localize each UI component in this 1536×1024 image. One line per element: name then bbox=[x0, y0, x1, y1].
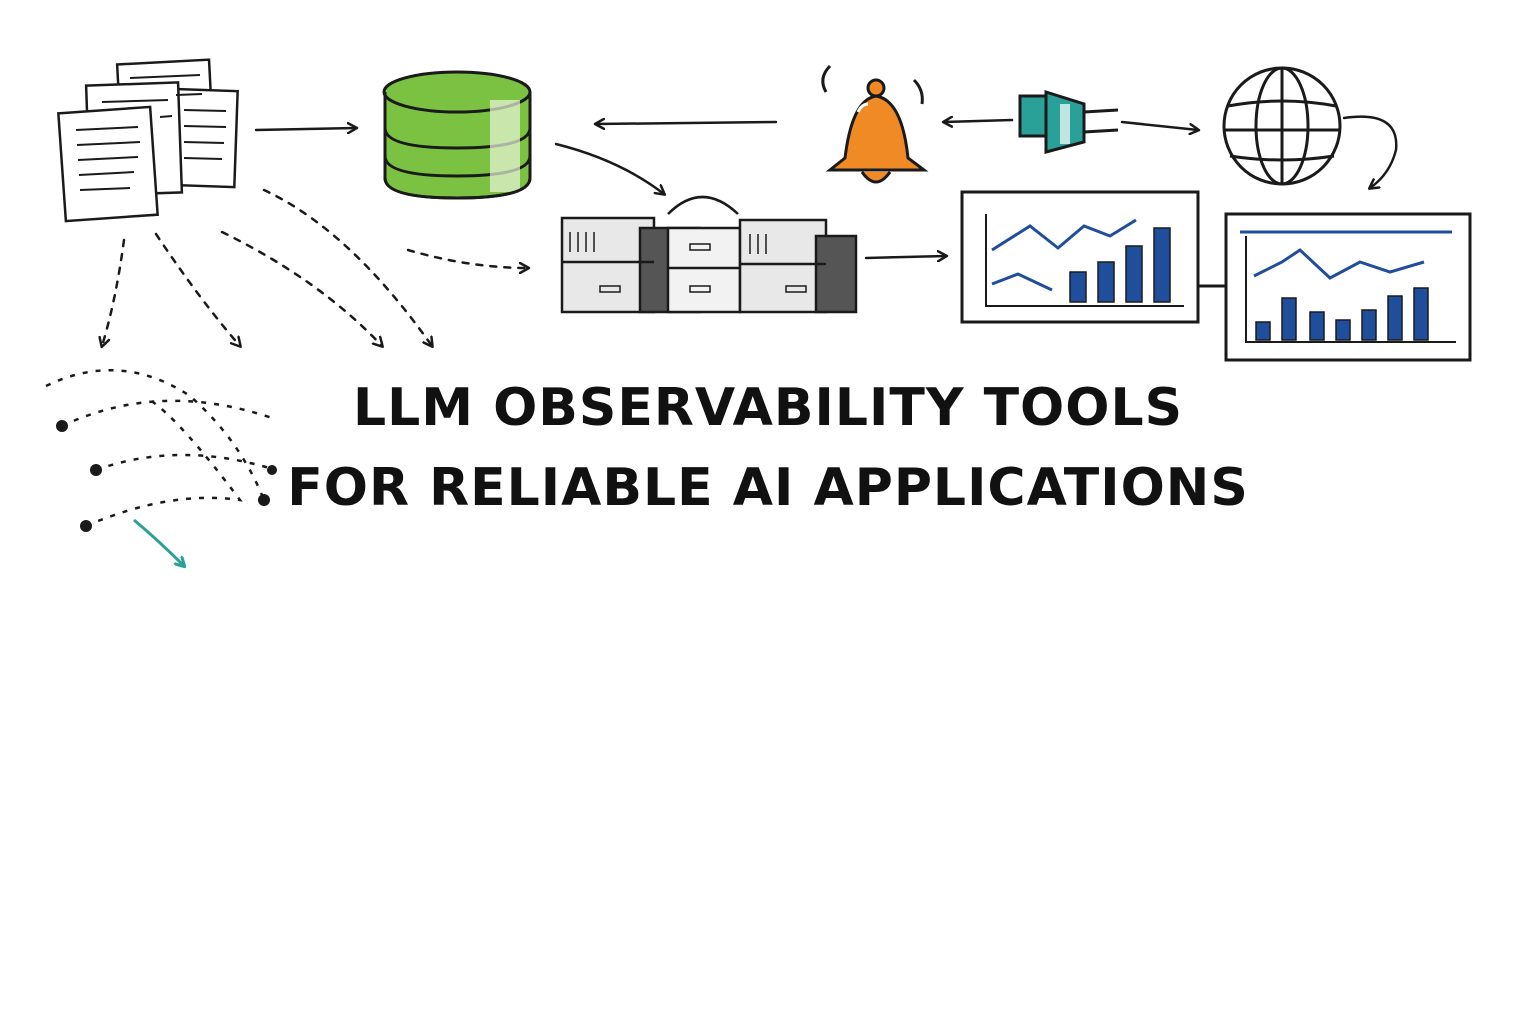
database-icon bbox=[384, 72, 530, 198]
teal-arrow bbox=[134, 520, 184, 566]
dotted-trace-graph bbox=[46, 370, 276, 526]
title-line-1: LLM OBSERVABILITY TOOLS bbox=[352, 378, 1184, 438]
server-rack-icon bbox=[562, 197, 856, 312]
plug-icon bbox=[1020, 92, 1118, 152]
trace-node-dots bbox=[56, 420, 277, 532]
flow-arrows-top bbox=[102, 117, 1396, 346]
dashboard-chart-icon bbox=[1198, 214, 1470, 360]
dashboard-chart-icon bbox=[962, 192, 1198, 322]
title-line-2: FOR RELIABLE AI APPLICATIONS bbox=[287, 458, 1249, 518]
globe-icon bbox=[1224, 68, 1340, 184]
bell-icon bbox=[823, 66, 924, 182]
document-stack-icon bbox=[58, 60, 237, 221]
